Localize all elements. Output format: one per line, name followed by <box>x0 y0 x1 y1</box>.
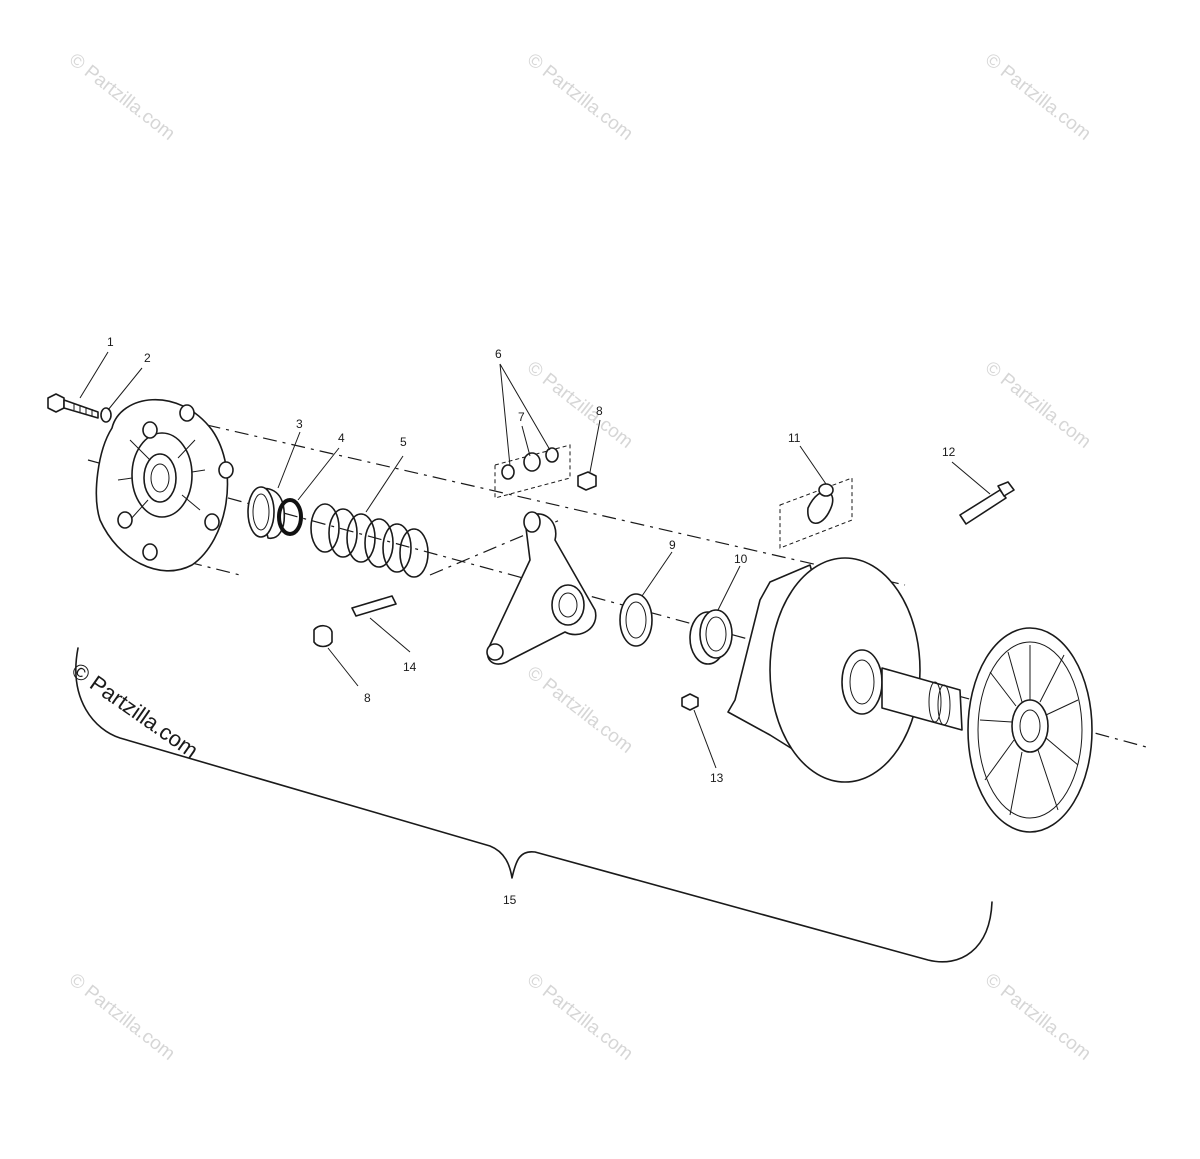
spring <box>310 503 429 578</box>
watermark-text: © Partzilla.com <box>65 969 179 1064</box>
callout-label: 8 <box>596 404 603 418</box>
callout-label: 7 <box>518 410 525 424</box>
nut <box>577 471 597 491</box>
bushing <box>247 486 286 539</box>
watermark-text: © Partzilla.com <box>523 662 637 757</box>
callout-label: 5 <box>400 435 407 449</box>
watermark-text: © Partzilla.com <box>981 969 1095 1064</box>
leader-lines <box>79 351 991 769</box>
small-nut <box>681 693 699 711</box>
watermark-text: © Partzilla.com <box>523 357 637 452</box>
watermark-main: © Partzilla.com <box>67 658 203 764</box>
washer <box>100 407 112 423</box>
long-bolt <box>959 481 1015 525</box>
watermark-text: © Partzilla.com <box>523 969 637 1064</box>
button-cap <box>313 624 333 648</box>
fixed-sheave <box>881 627 1093 833</box>
callout-label: 9 <box>669 538 676 552</box>
callout-label: 12 <box>942 445 956 459</box>
sheave-bushing <box>689 609 733 665</box>
callout-label: 2 <box>144 351 151 365</box>
watermark-text: © Partzilla.com <box>523 49 637 144</box>
watermark-text: © Partzilla.com <box>981 49 1095 144</box>
spider-arm <box>486 511 597 665</box>
watermark-text: © Partzilla.com <box>981 357 1095 452</box>
callout-label: 8 <box>364 691 371 705</box>
spider-housing-cover <box>95 398 234 572</box>
callout-label: 1 <box>107 335 114 349</box>
watermark-text: © Partzilla.com <box>65 49 179 144</box>
callout-label: 10 <box>734 552 748 566</box>
bolt <box>47 393 99 419</box>
callout-label: 11 <box>788 431 801 445</box>
pin <box>351 595 397 617</box>
callout-label: 4 <box>338 431 345 445</box>
o-ring <box>277 498 303 536</box>
watermark-layer: © Partzilla.com © Partzilla.com © Partzi… <box>65 49 1095 1064</box>
shim-washer <box>619 593 653 647</box>
callout-label: 6 <box>495 347 502 361</box>
roller-kit <box>494 444 571 499</box>
roller-weight <box>779 477 853 549</box>
callout-label: 3 <box>296 417 303 431</box>
callout-label: 15 <box>503 893 517 907</box>
callout-label: 13 <box>710 771 724 785</box>
callout-label: 14 <box>403 660 417 674</box>
assembly-bracket <box>75 647 993 963</box>
callout-labels: 1 2 3 4 5 6 7 8 8 9 10 11 12 13 14 15 <box>107 335 956 907</box>
